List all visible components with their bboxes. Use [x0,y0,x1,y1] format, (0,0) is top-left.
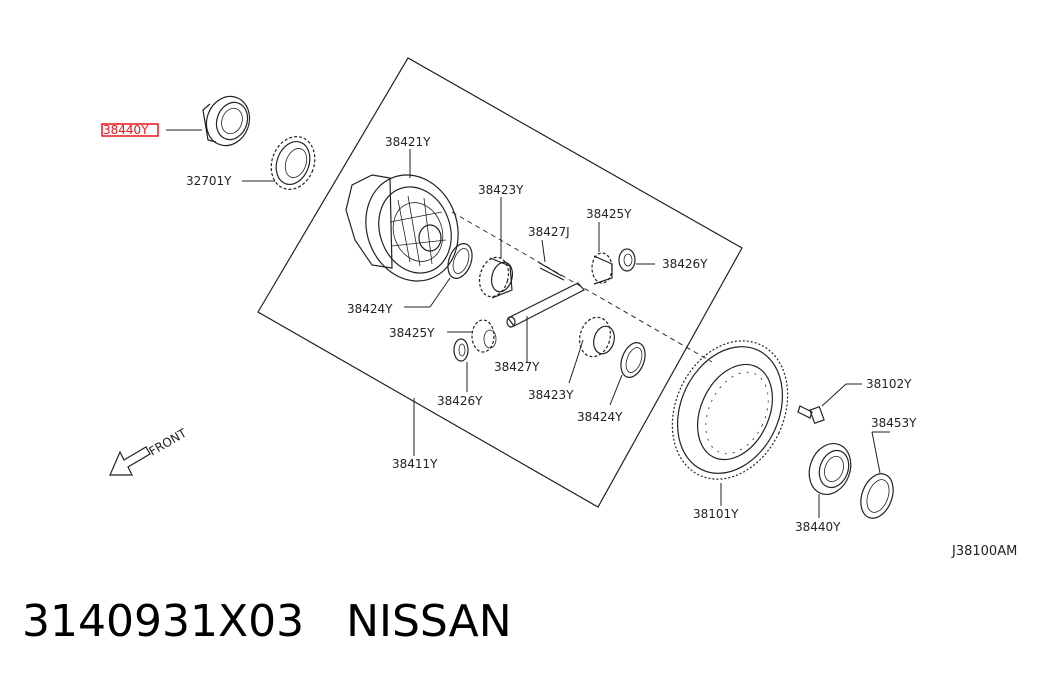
label-38453y: 38453Y [871,416,917,430]
shim-38453y [860,473,894,519]
side-gear-38423y-top [478,256,514,299]
washer-38424y-bottom [620,342,646,378]
label-38423y-bottom: 38423Y [528,388,574,402]
bolt-38102y [797,405,825,425]
front-label: FRONT [147,426,190,459]
label-38427j: 38427J [528,225,570,239]
diff-case-38421y [345,174,459,282]
washer-38426y-top [618,248,636,272]
label-38421y: 38421Y [385,135,431,149]
washer-38424y-left [447,243,473,279]
label-38426y-top: 38426Y [662,257,708,271]
label-32701y: 32701Y [186,174,232,188]
washer-38426y-bottom [453,338,469,362]
label-38425y-left: 38425Y [389,326,435,340]
footer-gap [304,596,346,647]
bearing-38440y-top [202,95,251,147]
label-38426y-bottom: 38426Y [437,394,483,408]
front-arrow-icon [109,446,151,476]
gear-32701y [270,136,316,190]
leader-lines [166,129,890,518]
label-38440y-bottom: 38440Y [795,520,841,534]
case-assembly-outline [257,57,743,508]
pin-38427j [537,261,565,281]
label-38427y: 38427Y [494,360,540,374]
pinion-38425y-left [471,319,497,353]
reference-code: J38100AM [952,544,1018,559]
label-38424y-bottom: 38424Y [577,410,623,424]
brand-name: NISSAN [346,596,512,647]
pinion-38425y-top [591,252,613,285]
footer-caption: 3140931X03 NISSAN [22,596,512,647]
side-gear-38423y-bottom [579,316,615,358]
ring-gear-38101y [671,340,789,480]
label-38423y-top: 38423Y [478,183,524,197]
label-38101y: 38101Y [693,507,739,521]
label-38102y: 38102Y [866,377,912,391]
label-38425y-top: 38425Y [586,207,632,221]
highlight-box [101,123,159,137]
label-38440y-top: 38440Y [103,123,149,137]
pinion-shaft-38427y [506,282,585,328]
bearing-38440y-bottom [808,443,852,495]
label-38411y: 38411Y [392,457,438,471]
label-38424y-left: 38424Y [347,302,393,316]
part-number: 3140931X03 [22,596,305,647]
